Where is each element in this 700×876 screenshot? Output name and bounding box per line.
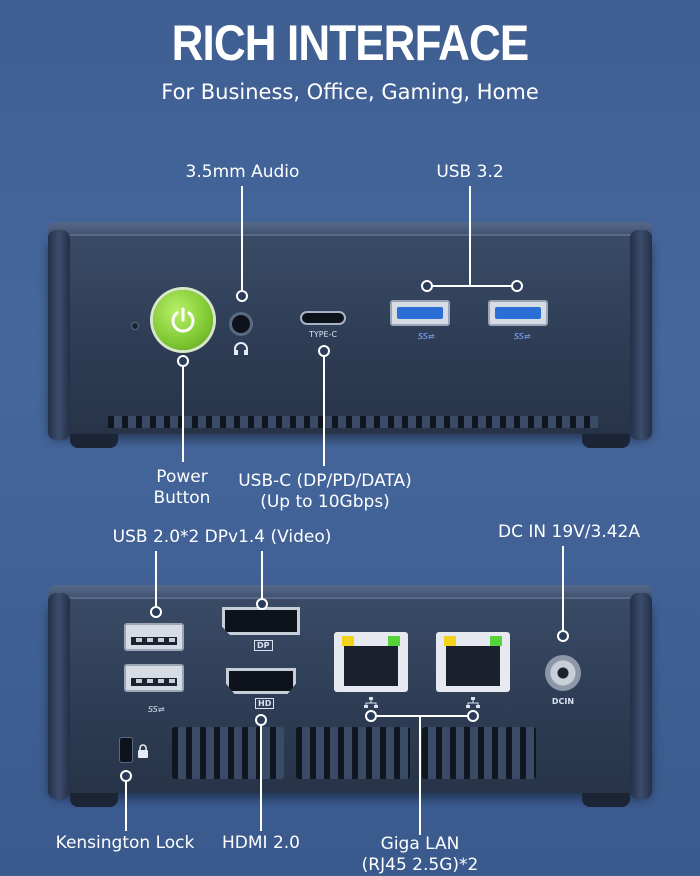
hd-port-label: HD: [255, 698, 275, 709]
hdmi-label: HDMI 2.0: [222, 833, 300, 853]
lan-label-line2: (RJ45 2.5G)*2: [361, 855, 479, 875]
lan-label-line1: Giga LAN: [380, 834, 460, 854]
lan-port-1[interactable]: [334, 632, 408, 692]
power-icon: [171, 307, 195, 333]
dp-label: DPv1.4 (Video): [204, 527, 332, 547]
power-label-line2: Button: [153, 488, 211, 508]
power-label-line1: Power: [156, 467, 208, 487]
rear-vent-3: [422, 727, 536, 779]
dc-in-port[interactable]: [545, 655, 581, 691]
kensington-slot[interactable]: [119, 737, 133, 763]
ss-logo-2: SS⇌: [514, 332, 531, 341]
lock-icon: [138, 744, 148, 758]
audio-jack[interactable]: [229, 312, 253, 336]
ss-logo-rear: SS⇌: [148, 705, 165, 714]
usbc-label-line1: USB-C (DP/PD/DATA): [238, 471, 412, 491]
dcin-port-label: DCIN: [551, 697, 575, 706]
lan-label: Giga LAN (RJ45 2.5G)*2: [352, 834, 488, 876]
network-icon-1: [364, 697, 378, 708]
page-title: RICH INTERFACE: [171, 15, 530, 71]
front-vent: [108, 416, 598, 428]
usb20-port-1[interactable]: [124, 623, 184, 651]
usb-c-port[interactable]: [300, 311, 346, 325]
power-label: Power Button: [140, 467, 224, 509]
headphone-icon: [234, 342, 248, 355]
front-panel: [48, 222, 652, 450]
usb20-label: USB 2.0*2: [112, 527, 200, 547]
usb32-port-2[interactable]: [488, 300, 548, 326]
dp-port-label: DP: [254, 640, 273, 651]
usbc-label: USB-C (DP/PD/DATA) (Up to 10Gbps): [220, 471, 430, 513]
usb20-port-2[interactable]: [124, 664, 184, 692]
typec-port-label: TYPE-C: [308, 330, 338, 339]
ss-logo-1: SS⇌: [418, 332, 435, 341]
power-button[interactable]: [153, 290, 213, 350]
usb32-label: USB 3.2: [436, 162, 504, 182]
kensington-label: Kensington Lock: [55, 833, 195, 853]
displayport[interactable]: [222, 607, 300, 635]
usb32-port-1[interactable]: [390, 300, 450, 326]
lan-port-2[interactable]: [436, 632, 510, 692]
network-icon-2: [466, 697, 480, 708]
audio-label: 3.5mm Audio: [185, 162, 300, 182]
rear-vent-1: [172, 727, 284, 779]
status-led: [131, 322, 139, 330]
usbc-label-line2: (Up to 10Gbps): [260, 492, 390, 512]
rear-vent-2: [296, 727, 410, 779]
hdmi-port[interactable]: [226, 668, 296, 694]
page-subtitle: For Business, Office, Gaming, Home: [161, 80, 539, 104]
dcin-label: DC IN 19V/3.42A: [498, 522, 640, 542]
